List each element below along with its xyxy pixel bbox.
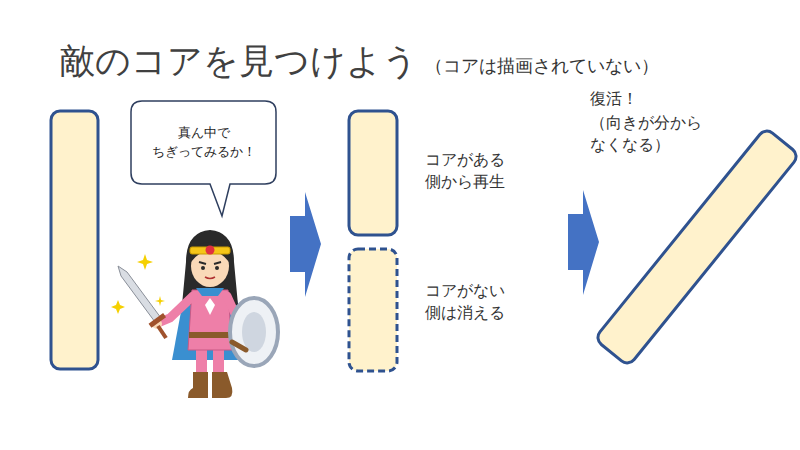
step-note: コアがある 側から再生 — [425, 149, 525, 192]
step-note: コアがない 側は消える — [425, 280, 525, 323]
bubble-outline — [130, 100, 277, 185]
revived-bar — [594, 127, 799, 366]
enemy-bar — [51, 111, 98, 369]
heroine-illustration — [111, 230, 278, 398]
bubble-content: 真ん中で ちぎってみるか！ — [148, 124, 260, 160]
vanishing-half — [349, 249, 397, 371]
block-arrow — [568, 190, 599, 295]
page-title: 敵のコアを見つけよう — [60, 38, 418, 85]
speech-bubble: 真ん中で ちぎってみるか！ — [130, 100, 277, 185]
bubble-shape — [131, 101, 276, 216]
result-note: （向きが分から なくなる） — [590, 112, 716, 155]
core-half — [349, 111, 397, 235]
block-arrow — [290, 192, 321, 297]
speech-text: 真ん中で ちぎってみるか！ — [148, 124, 260, 160]
result-note: 復活！ — [590, 88, 710, 110]
title-note: （コアは描画されていない） — [425, 54, 659, 78]
